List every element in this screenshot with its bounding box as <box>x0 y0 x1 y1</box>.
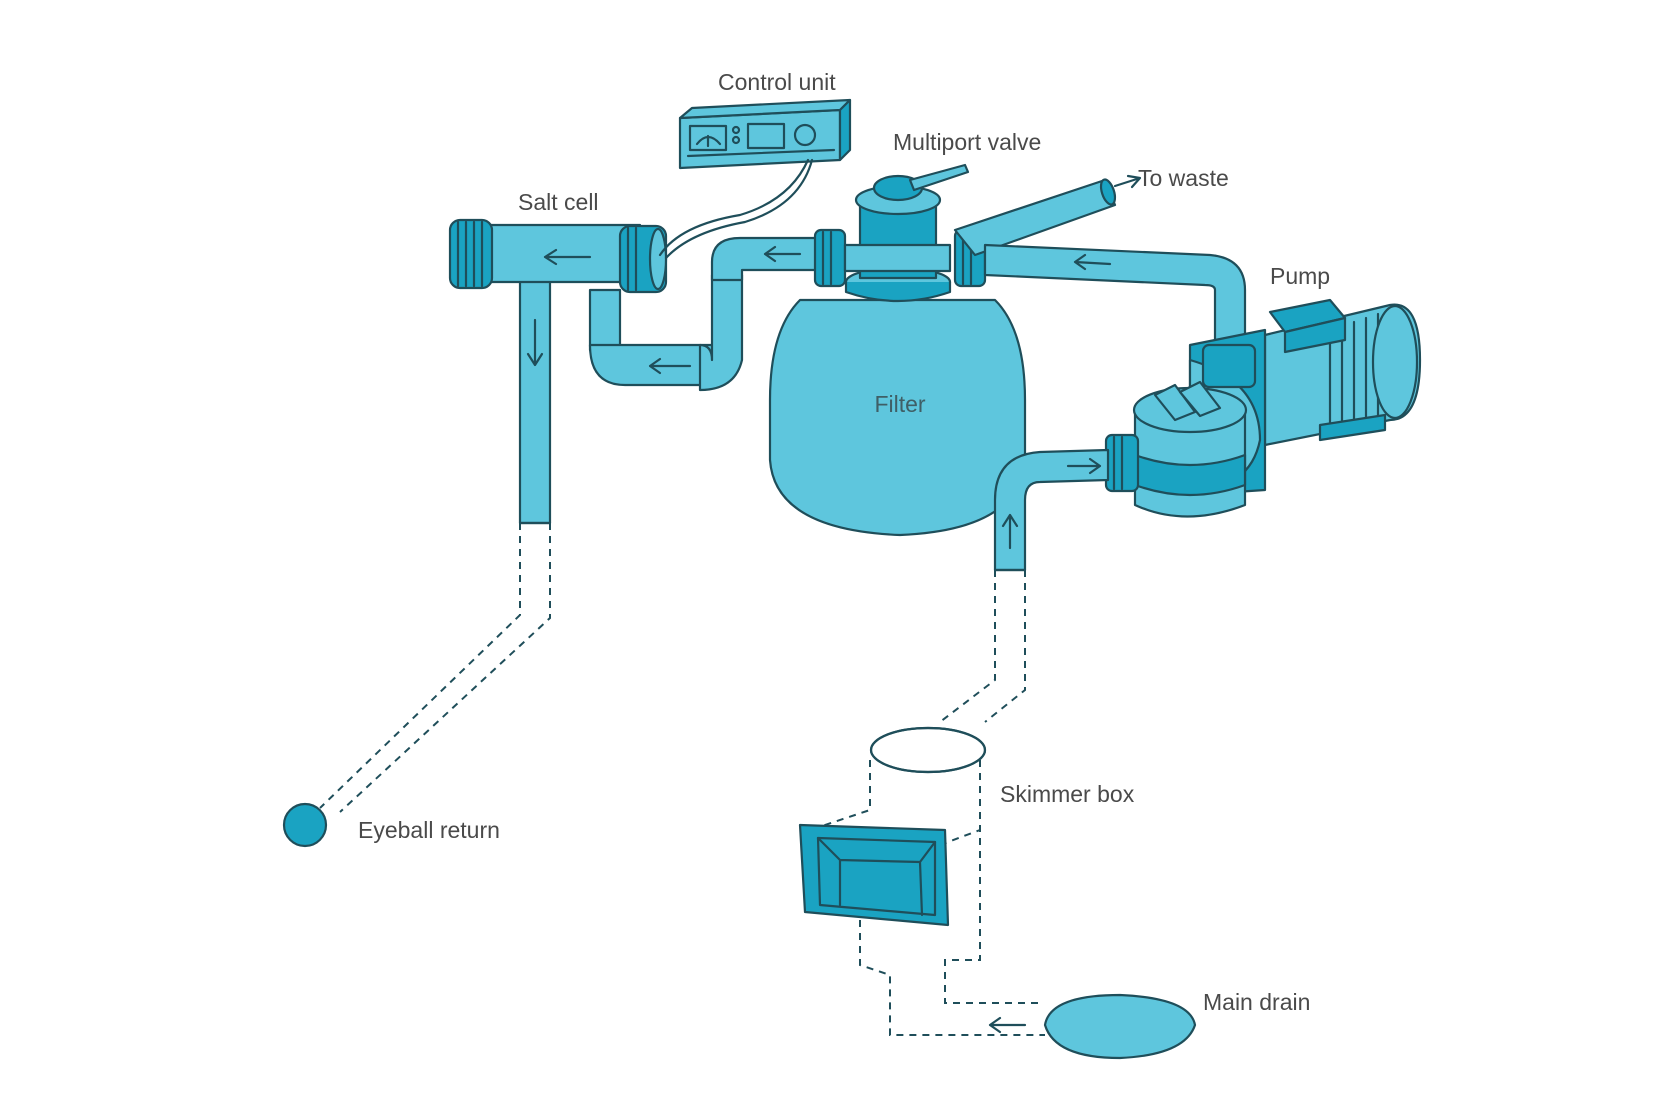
salt-cell-label: Salt cell <box>518 189 599 215</box>
multiport-valve-label: Multiport valve <box>893 129 1041 155</box>
pipe-skimmer-to-pump <box>993 448 1110 572</box>
underground-pipes <box>319 523 1045 1036</box>
control-unit <box>658 98 852 260</box>
main-drain-fitting <box>1043 993 1197 1060</box>
filter-unit: Filter <box>768 266 1027 537</box>
eyeball-return-fitting <box>282 802 328 848</box>
multiport-valve <box>813 163 1142 288</box>
control-unit-label: Control unit <box>718 69 836 95</box>
salt-cell-assembly <box>448 218 668 525</box>
pump-label: Pump <box>1270 263 1330 289</box>
drain-flow-arrow <box>988 1016 1027 1034</box>
filter-label: Filter <box>874 391 925 417</box>
skimmer-box <box>798 726 987 927</box>
pump-unit <box>1104 298 1422 518</box>
eyeball-return-label: Eyeball return <box>358 817 500 843</box>
skimmer-box-label: Skimmer box <box>1000 781 1135 807</box>
main-drain-label: Main drain <box>1203 989 1310 1015</box>
pipe-filter-to-salt-cell <box>588 236 822 392</box>
pipe-pump-to-valve <box>983 243 1247 357</box>
to-waste-label: To waste <box>1138 165 1229 191</box>
